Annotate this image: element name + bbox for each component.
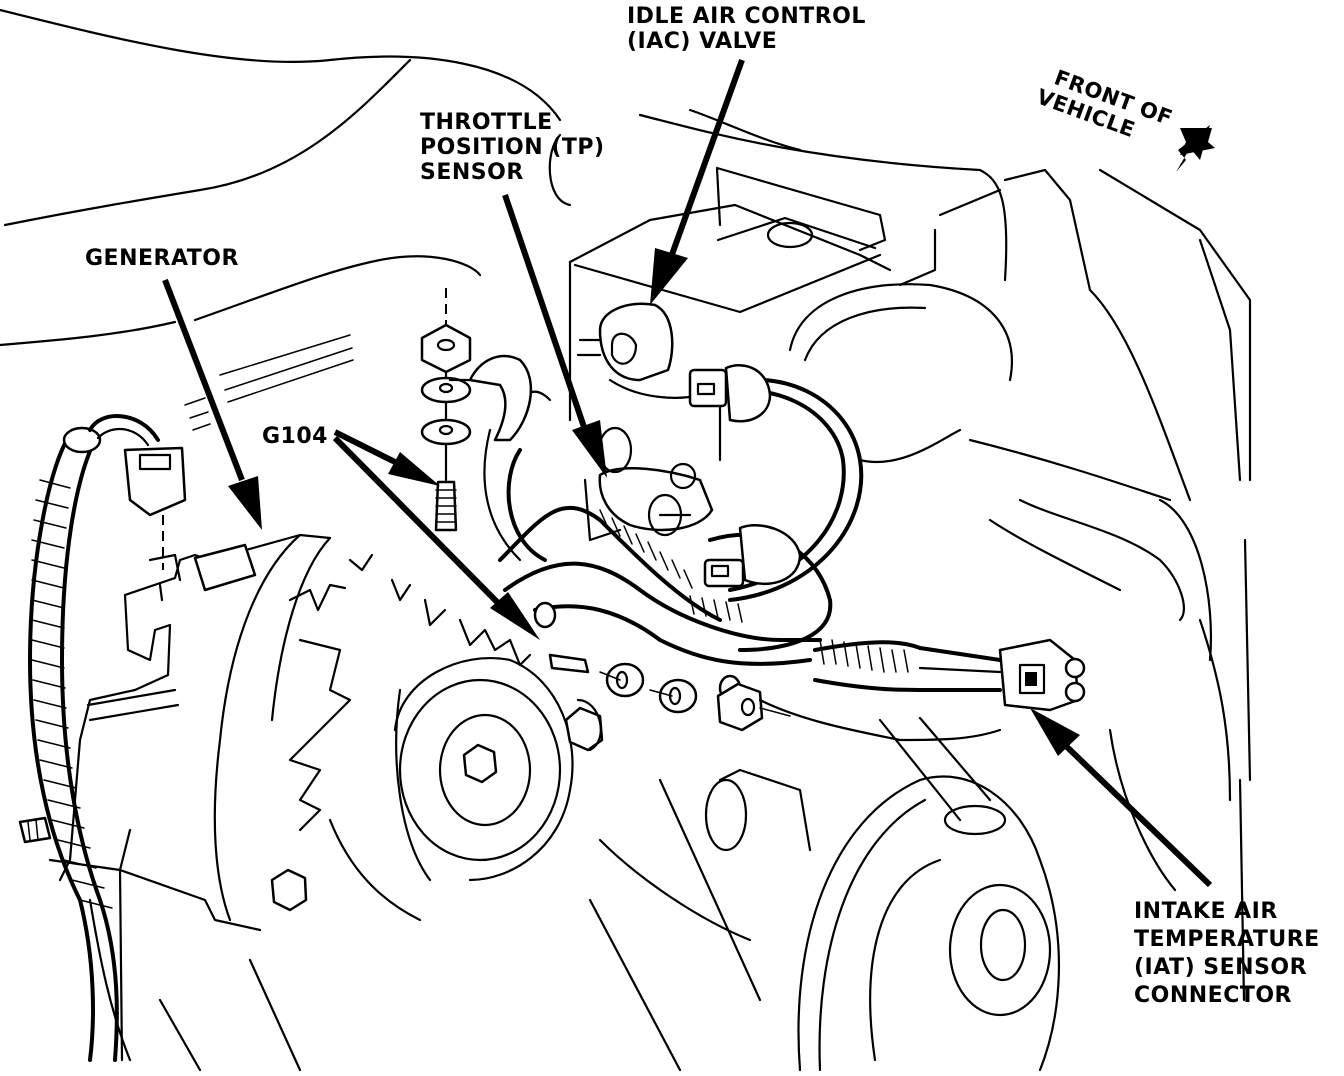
g104-arrowhead-lower	[490, 592, 540, 640]
generator	[18, 533, 604, 1062]
iat-arrowhead	[1030, 708, 1080, 756]
tp-label-line-2: POSITION (TP)	[420, 135, 605, 160]
tp-arrowhead	[572, 420, 607, 478]
iat-label-line-3: (IAT) SENSOR	[1134, 955, 1308, 980]
iac-label-line-2: (IAC) VALVE	[627, 29, 778, 54]
g104-label: G104	[262, 424, 328, 450]
tp-label-line-1: THROTTLE	[420, 110, 553, 135]
g104-label-text: G104	[262, 424, 328, 449]
front-arrow-body	[1180, 128, 1215, 155]
tp-sensor	[583, 426, 714, 542]
iac-arrowhead	[650, 248, 688, 305]
iat-sensor-connector	[998, 638, 1086, 712]
crank-pulley	[158, 698, 1177, 1072]
tp-leader	[502, 194, 588, 431]
iat-connector-label: INTAKE AIR TEMPERATURE (IAT) SENSOR CONN…	[1134, 898, 1320, 1010]
generator-label-text: GENERATOR	[85, 246, 239, 271]
generator-arrowhead	[228, 476, 262, 530]
iac-leader	[667, 58, 745, 262]
g104-arrowhead-upper	[388, 452, 440, 486]
g104-leader-lower	[332, 435, 508, 613]
iat-label-line-4: CONNECTOR	[1134, 983, 1292, 1008]
tp-label-line-3: SENSOR	[420, 160, 524, 185]
generator-label: GENERATOR	[85, 246, 239, 272]
tp-sensor-label: THROTTLE POSITION (TP) SENSOR	[420, 110, 605, 185]
ground-stud-g104	[420, 288, 791, 732]
iat-label-line-2: TEMPERATURE	[1134, 927, 1320, 952]
wiring-harness	[483, 364, 1002, 702]
generator-leader	[162, 278, 245, 482]
leader-arrows	[162, 58, 1215, 888]
iac-valve-label: IDLE AIR CONTROL (IAC) VALVE	[627, 4, 866, 54]
hood-outline	[0, 8, 562, 431]
g104-leader-upper	[333, 429, 397, 465]
iat-label-line-1: INTAKE AIR	[1134, 899, 1278, 924]
iac-label-line-1: IDLE AIR CONTROL	[627, 4, 866, 29]
iat-leader	[1062, 742, 1213, 888]
generator-harness	[28, 414, 187, 1062]
throttle-body	[548, 108, 1252, 1002]
